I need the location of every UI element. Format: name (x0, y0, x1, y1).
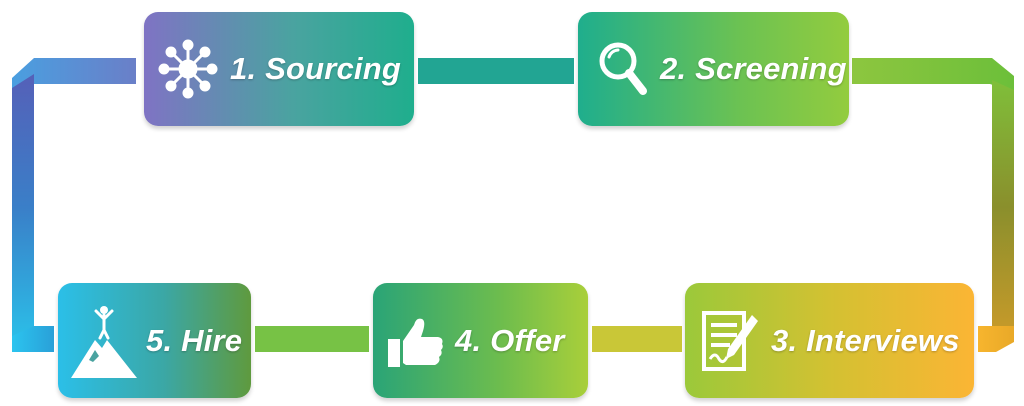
step-hire: 5. Hire (58, 283, 251, 398)
connector-top-left (12, 58, 136, 96)
document-pen-icon (699, 306, 761, 376)
connector-top-right (852, 58, 1014, 92)
network-burst-icon (156, 37, 220, 101)
magnifier-icon (594, 37, 652, 101)
connector-right (992, 80, 1014, 334)
step-label: 2. Screening (660, 51, 847, 86)
mountain-summit-icon (68, 301, 140, 381)
connector-3-4 (592, 326, 682, 352)
connector-left (12, 74, 34, 342)
connector-bottom-right (978, 326, 1014, 352)
step-screening: 2. Screening (578, 12, 849, 126)
step-interviews: 3. Interviews (685, 283, 974, 398)
connector-4-5 (255, 326, 369, 352)
step-label: 3. Interviews (771, 322, 960, 358)
thumbs-up-icon (385, 309, 447, 373)
step-sourcing: 1. Sourcing (144, 12, 414, 126)
step-offer: 4. Offer (373, 283, 588, 398)
step-label: 4. Offer (455, 322, 565, 358)
step-label: 1. Sourcing (230, 51, 402, 86)
connector-bottom-left (12, 326, 54, 352)
connector-1-2 (418, 58, 574, 84)
step-label: 5. Hire (146, 322, 243, 358)
